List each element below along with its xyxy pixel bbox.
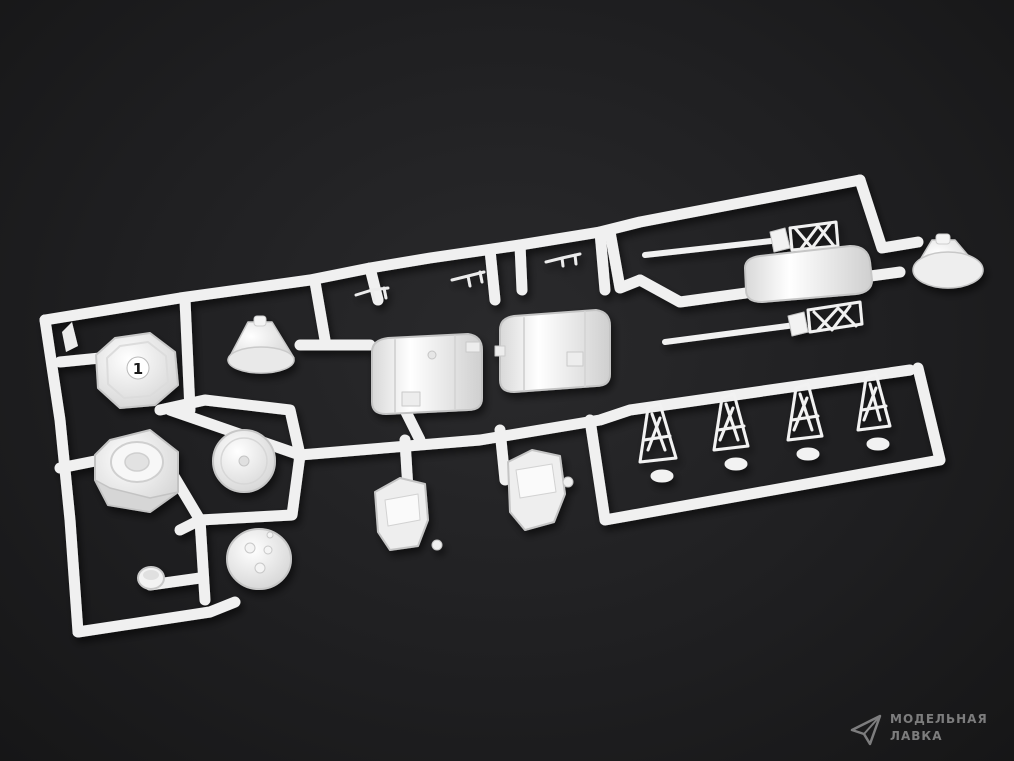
block-part-left (374, 477, 443, 551)
small-cup-part (137, 566, 165, 590)
watermark-line-1: МОДЕЛЬНАЯ (890, 712, 988, 726)
cone-part-left (227, 315, 295, 374)
tower-rod-lower (662, 300, 864, 345)
sprue-frame (39, 174, 946, 638)
lattice-leg-parts (638, 372, 892, 483)
octagon-part-1: 1 (95, 332, 179, 409)
sprue-tab (62, 322, 78, 352)
hexagonal-hub-part (94, 429, 179, 513)
paper-plane-icon (850, 714, 882, 746)
block-part-right (507, 449, 574, 531)
watermark-logo: МОДЕЛЬНАЯ ЛАВКА (848, 710, 1008, 750)
dish-part-lower (226, 528, 292, 590)
capsule-rod-part (744, 245, 873, 303)
cylinder-module-left (371, 333, 483, 415)
part-number-label: 1 (133, 360, 143, 378)
cone-part-right (912, 233, 984, 289)
round-disc-part (212, 429, 276, 493)
small-figures (354, 252, 582, 302)
watermark-line-2: ЛАВКА (890, 729, 943, 743)
cylinder-module-right (494, 309, 611, 393)
tower-rod-upper (642, 220, 840, 258)
